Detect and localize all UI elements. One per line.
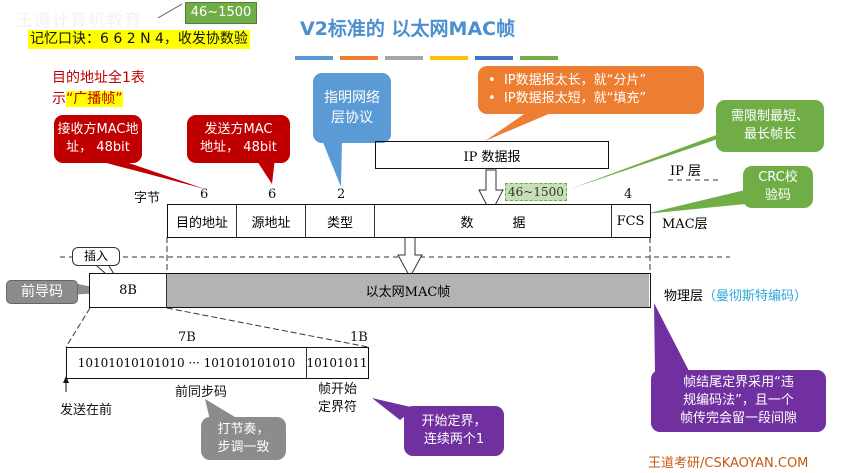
limit-callout: 需限制最短、 最长帧长 <box>716 100 824 152</box>
size-7b: 7B <box>178 330 196 345</box>
mac-frame-fields: 目的地址 源地址 类型 数 据 FCS <box>167 204 651 238</box>
crc-callout-tail <box>645 190 745 214</box>
bytes-label: 字节 <box>134 191 161 206</box>
src-mac-callout-tail <box>255 158 275 184</box>
rhythm-callout: 打节奏， 步调一致 <box>201 417 286 460</box>
ip-len-callout: • IP数据报太长，就“分片” • IP数据报太短，就“填充” <box>478 66 704 114</box>
limit-callout-line2: 最长帧长 <box>743 127 796 142</box>
preamble-callout: 前导码 <box>6 280 78 304</box>
size-dest: 6 <box>200 187 209 202</box>
frame-end-callout-line2: 规编码法”，且一个 <box>683 393 794 408</box>
ip-datagram-box: IP 数据报 <box>375 141 609 169</box>
sfd-label-line2: 定界符 <box>318 400 358 415</box>
sync-bits: 10101010101010 ··· 101010101010 <box>67 348 307 378</box>
sfd-label: 帧开始 定界符 <box>318 381 357 417</box>
limit-callout-tail <box>570 130 730 189</box>
title-bar-6 <box>520 56 558 60</box>
broadcast-highlight: “广播帧” <box>66 91 123 107</box>
crc-callout-line1: CRC校 <box>758 170 798 185</box>
title-bar-1 <box>295 56 333 60</box>
title-bar-2 <box>340 56 378 60</box>
frame-end-callout-line1: 帧结尾定界采用“违 <box>683 375 794 390</box>
sfd-bits: 10101011 <box>306 356 368 370</box>
type-callout-tail <box>322 140 342 187</box>
preamble-8b: 8B <box>90 274 167 307</box>
limit-callout-line1: 需限制最短、 <box>730 109 809 124</box>
top-range-tag: 46~1500 <box>185 2 257 24</box>
frame-end-callout-line3: 帧传完会留一段间隙 <box>679 411 797 426</box>
preamble-detail-box: 10101010101010 ··· 101010101010 10101011 <box>66 347 369 379</box>
end-callout-tail <box>654 303 690 373</box>
mnemonic: 记忆口诀：6 6 2 N 4，收发协数验 <box>28 30 250 49</box>
size-1b: 1B <box>350 330 368 345</box>
physical-frame: 8B 以太网MAC帧 <box>89 273 651 308</box>
sfd-label-line1: 帧开始 <box>318 382 358 397</box>
frame-end-callout: 帧结尾定界采用“违 规编码法”，且一个 帧传完会留一段间隙 <box>651 370 826 432</box>
ethernet-mac-frame: 以太网MAC帧 <box>167 274 649 307</box>
physical-layer-text: 物理层 <box>664 289 704 304</box>
dest-mac-callout-line2: 址， 48bit <box>66 140 130 155</box>
watermark: 王道计算机教育 <box>16 11 142 31</box>
title-bar-4 <box>430 56 468 60</box>
sfd-callout-line2: 连续两个1 <box>423 432 485 447</box>
insert-callout: 插入 <box>72 247 120 266</box>
field-fcs: FCS <box>616 213 645 229</box>
sfd-callout: 开始定界， 连续两个1 <box>404 406 504 456</box>
dest-mac-callout-tail <box>95 160 205 189</box>
mac-layer-label: MAC层 <box>662 217 708 232</box>
broadcast-note-prefix: 示 <box>52 91 66 107</box>
src-mac-callout-line2: 地址， 48bit <box>200 140 277 155</box>
ip-layer-label: IP 层 <box>670 164 702 179</box>
arrow-mac-to-phys <box>397 236 423 279</box>
footer-brand: 王道考研/CSKAOYAN.COM <box>648 456 809 471</box>
type-callout: 指明网络 层协议 <box>313 73 391 143</box>
field-src-addr: 源地址 <box>237 205 306 237</box>
dest-mac-callout: 接收方MAC地 址， 48bit <box>54 115 142 163</box>
field-dest-addr: 目的地址 <box>168 205 237 237</box>
src-mac-callout: 发送方MAC 地址， 48bit <box>187 115 290 163</box>
page-title: V2标准的 以太网MAC帧 <box>300 18 516 40</box>
type-callout-line1: 指明网络 <box>324 90 380 106</box>
sfd-callout-line1: 开始定界， <box>421 414 487 429</box>
manchester-note: （曼彻斯特编码） <box>703 289 808 304</box>
title-bar-3 <box>385 56 423 60</box>
dest-mac-callout-line1: 接收方MAC地 <box>57 122 139 137</box>
size-fcs: 4 <box>624 187 633 202</box>
ip-len-callout-tail <box>485 110 558 141</box>
data-size-tag: 46~1500 <box>505 183 567 201</box>
rhythm-callout-line1: 打节奏， <box>217 421 270 437</box>
size-src: 6 <box>268 187 277 202</box>
ip-len-callout-bullet1: • IP数据报太长，就“分片” <box>488 73 647 88</box>
physical-layer-label: 物理层（曼彻斯特编码） <box>664 285 807 304</box>
type-callout-line2: 层协议 <box>331 110 373 126</box>
rhythm-callout-line2: 步调一致 <box>217 439 270 455</box>
sync-label: 前同步码 <box>175 385 228 400</box>
broadcast-note-line1: 目的地址全1表 <box>52 70 145 86</box>
title-bar-5 <box>475 56 513 60</box>
crc-callout: CRC校 验码 <box>743 166 813 208</box>
size-type: 2 <box>337 187 346 202</box>
ip-len-callout-bullet2: • IP数据报太短，就“填充” <box>488 91 647 106</box>
field-type: 类型 <box>306 205 375 237</box>
send-first-label: 发送在前 <box>60 403 113 418</box>
arrow-ip-to-data <box>478 169 504 215</box>
src-mac-callout-line1: 发送方MAC <box>204 122 273 137</box>
field-data: 数 据 <box>375 205 612 237</box>
broadcast-note: 目的地址全1表 示“广播帧” <box>52 68 145 110</box>
rhythm-callout-tail <box>205 399 240 420</box>
crc-callout-line2: 验码 <box>764 188 791 203</box>
